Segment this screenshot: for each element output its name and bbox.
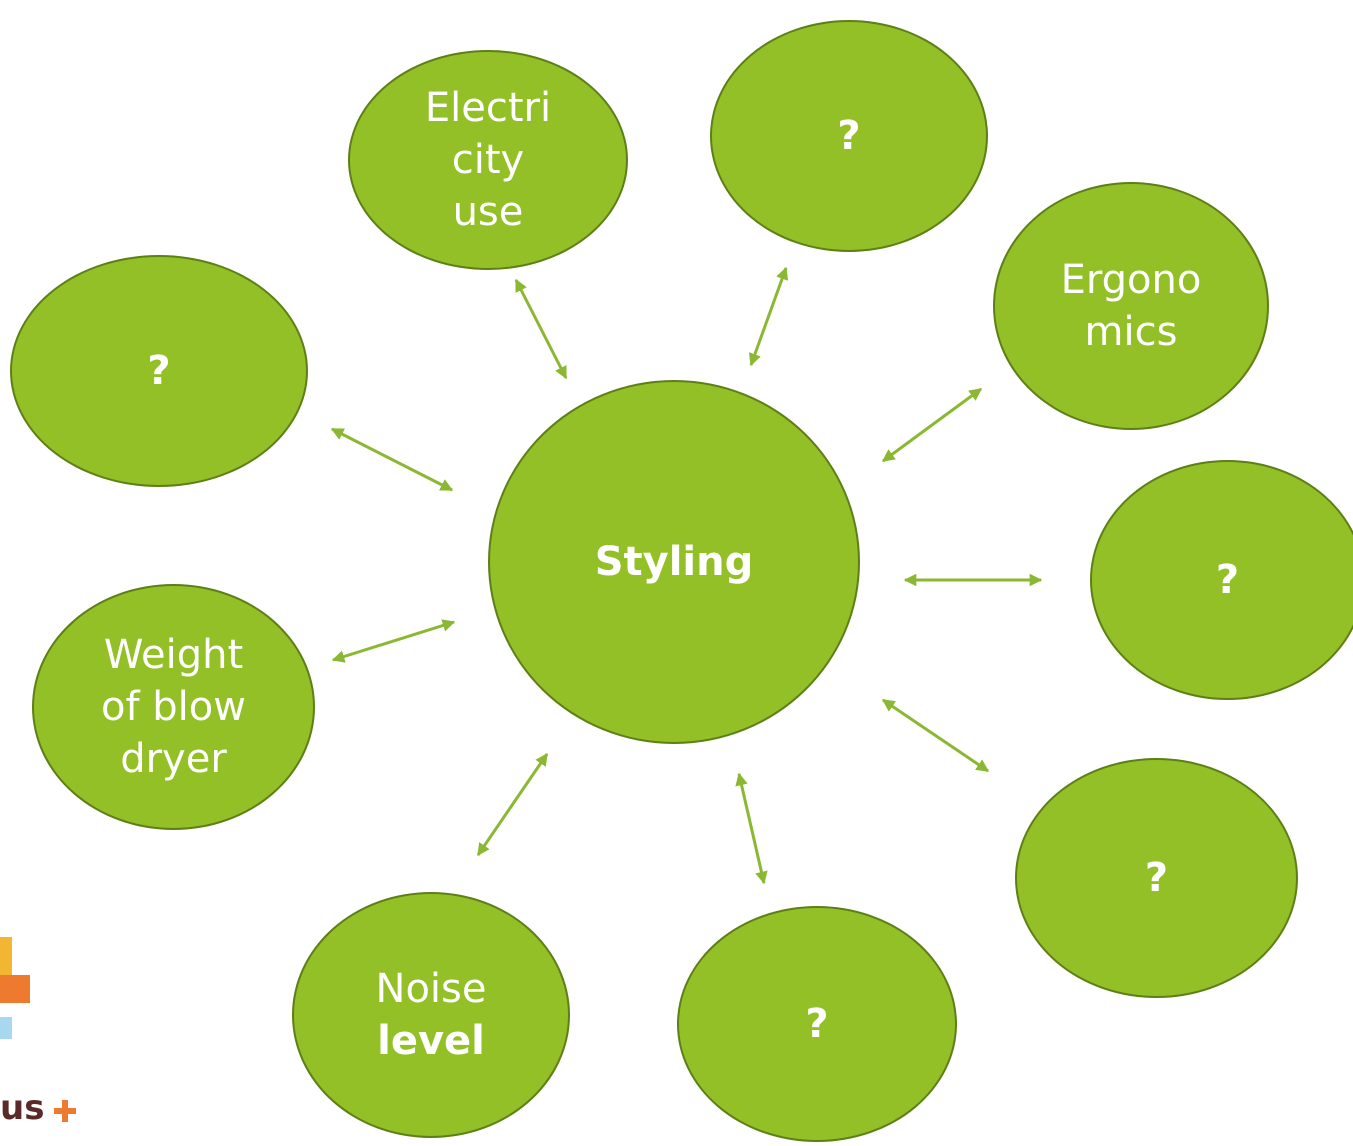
node-electricity-use: Electri city use <box>348 50 628 270</box>
node-electricity-use-line-2: city <box>451 137 525 183</box>
arrow-top <box>748 266 789 367</box>
node-weight-of-blow-dryer: Weight of blow dryer <box>32 584 315 830</box>
center-node-label: Styling <box>594 539 754 585</box>
center-node-styling: Styling <box>488 380 860 744</box>
node-electricity-use-label: Electri city use <box>425 82 551 238</box>
node-weight-line-2: of blow <box>101 684 246 730</box>
node-noise-level: Noise level <box>292 892 570 1138</box>
node-left-top-question-label: ? <box>147 348 171 394</box>
node-ergonomics: Ergono mics <box>993 182 1269 430</box>
node-right-bottom-question: ? <box>1015 758 1298 998</box>
node-weight-label: Weight of blow dryer <box>101 629 246 785</box>
node-electricity-use-line-1: Electri <box>424 85 552 131</box>
arrow-noise <box>476 752 549 857</box>
node-ergonomics-line-2: mics <box>1084 309 1178 355</box>
node-right-bottom-question-label: ? <box>1144 855 1169 901</box>
node-weight-line-3: dryer <box>120 736 227 782</box>
node-right-question: ? <box>1090 460 1353 700</box>
node-top-question-label: ? <box>837 113 861 159</box>
arrow-electricity <box>514 278 568 380</box>
arrow-weight <box>331 619 456 663</box>
logo-plus-accent <box>54 1100 76 1122</box>
arrow-ergonomics <box>881 387 983 463</box>
node-ergonomics-line-1: Ergono <box>1060 257 1202 303</box>
node-noise-line-1: Noise <box>375 966 487 1012</box>
logo-block-yellow <box>0 937 12 975</box>
arrow-left-top <box>330 427 454 492</box>
arrow-right-bottom <box>881 698 990 773</box>
node-bottom-question-label: ? <box>805 1001 829 1047</box>
node-right-question-label: ? <box>1215 557 1240 603</box>
node-bottom-question: ? <box>677 906 957 1142</box>
arrow-bottom <box>735 772 768 885</box>
node-electricity-use-line-3: use <box>452 189 524 235</box>
node-noise-label: Noise level <box>376 963 487 1067</box>
logo-block-lightblue <box>0 1017 12 1039</box>
logo-text: us <box>0 1088 45 1128</box>
node-top-question: ? <box>710 20 988 252</box>
node-weight-line-1: Weight <box>103 632 244 678</box>
node-left-top-question: ? <box>10 255 308 487</box>
logo-block-orange <box>0 975 30 1003</box>
node-ergonomics-label: Ergono mics <box>1061 254 1202 358</box>
node-noise-line-2: level <box>377 1018 485 1064</box>
